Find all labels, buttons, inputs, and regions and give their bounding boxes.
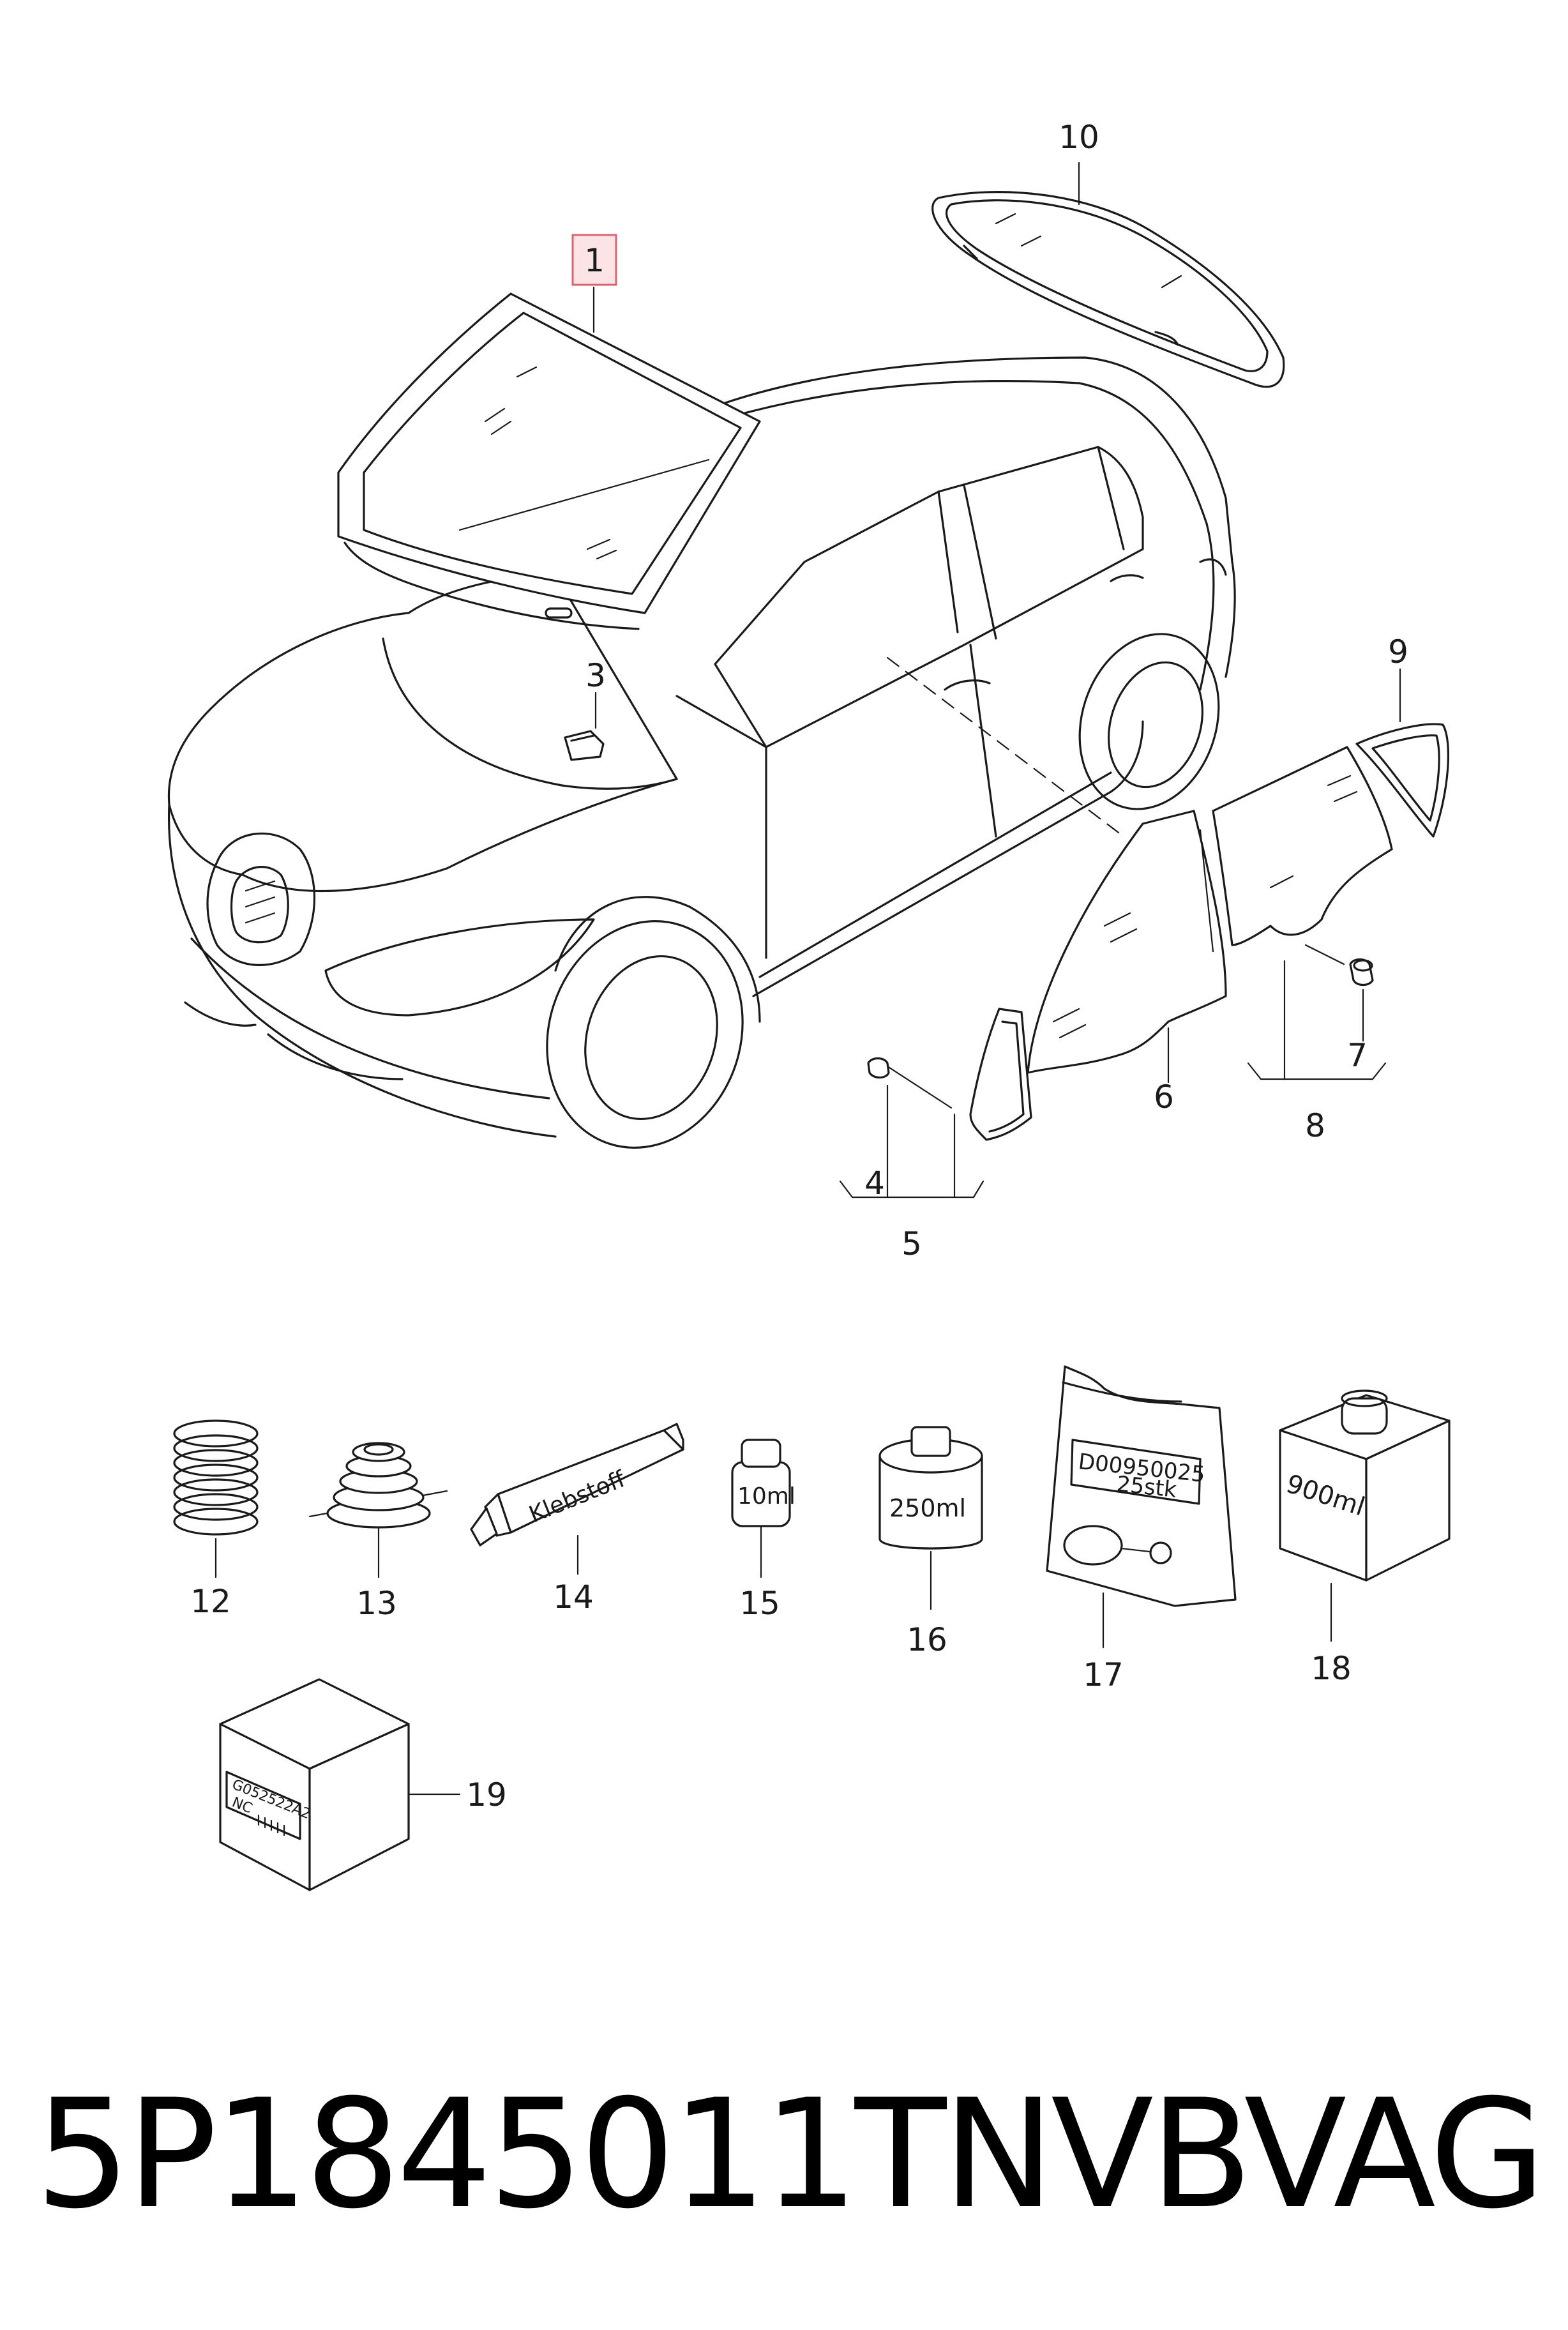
callout-5[interactable]: 5	[901, 1225, 922, 1262]
callout-6[interactable]: 6	[1154, 1078, 1174, 1116]
callout-10[interactable]: 10	[1059, 119, 1099, 156]
callout-4[interactable]: 4	[864, 1165, 885, 1202]
side-windows-part	[1027, 723, 1450, 1074]
callout-16[interactable]: 16	[907, 1621, 947, 1658]
cone-spring-item	[308, 1442, 448, 1529]
part-number: 5P1845011TNVB	[35, 2068, 1253, 2242]
leader-lines	[215, 162, 1401, 1796]
callout-3[interactable]: 3	[585, 657, 606, 694]
callout-7[interactable]: 7	[1347, 1037, 1368, 1074]
front-quarter-glass-part	[867, 1008, 1032, 1141]
bag-label-line2: 25stk	[1115, 1471, 1178, 1503]
callout-9[interactable]: 9	[1388, 633, 1408, 670]
small-bottle-item: 10ml	[731, 1439, 795, 1527]
cleaner-box-item: 900ml	[1279, 1389, 1451, 1582]
callout-15[interactable]: 15	[739, 1585, 780, 1622]
windshield-part	[337, 292, 761, 630]
brand-name: VAG	[1244, 2068, 1546, 2242]
rear-window-part	[931, 191, 1285, 388]
callout-8[interactable]: 8	[1305, 1107, 1325, 1144]
callout-12[interactable]: 12	[190, 1583, 231, 1620]
accessories: Klebstoff 10ml 250ml D00950025 25stk	[173, 1365, 1451, 1891]
callout-19[interactable]: 19	[466, 1776, 507, 1813]
callout-17[interactable]: 17	[1083, 1656, 1124, 1693]
primer-can-item: 250ml	[878, 1426, 983, 1550]
bag-item: D00950025 25stk	[1046, 1365, 1237, 1607]
car-illustration	[167, 356, 1236, 1149]
spring-item	[173, 1419, 259, 1536]
adhesive-tube-item: Klebstoff	[470, 1423, 684, 1547]
mirror-base-part	[564, 730, 605, 761]
callout-13[interactable]: 13	[356, 1585, 397, 1622]
footer: 5P1845011TNVB VAG	[35, 2053, 1546, 2257]
callout-14[interactable]: 14	[553, 1578, 594, 1615]
kit-box-item: G052522A2 NC	[219, 1678, 410, 1891]
callout-1[interactable]: 1	[584, 242, 605, 279]
callout-18[interactable]: 18	[1311, 1650, 1352, 1687]
small-bottle-label: 10ml	[737, 1483, 795, 1509]
callouts: 1 3 4 5 6 7 8 9 10 12 13 14 15 16 17 18 …	[190, 119, 1408, 1813]
callout-1-highlight	[571, 234, 617, 286]
can-label: 250ml	[889, 1494, 966, 1522]
